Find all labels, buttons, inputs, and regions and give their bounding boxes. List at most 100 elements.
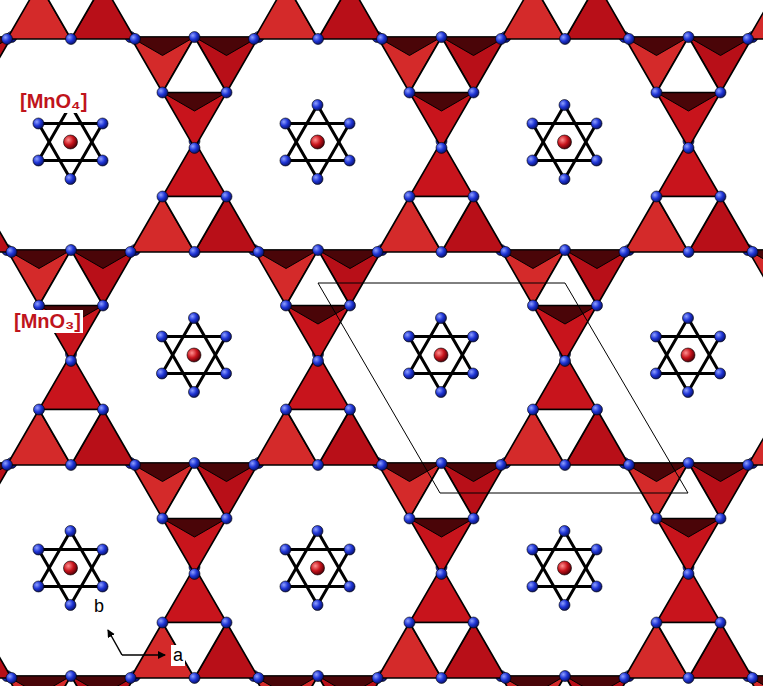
tetrahedron-face [410,93,474,112]
oxygen-atom [403,368,414,379]
oxygen-atom [6,246,17,257]
oxygen-atom [66,671,77,682]
mno4-tetrahedron [0,463,12,519]
oxygen-atom [189,568,200,579]
mno4-tetrahedron [533,354,597,409]
manganese-atom [311,561,325,575]
oxygen-atom [683,458,694,469]
trimer-hole [410,623,474,679]
tetrahedron-face [163,93,227,112]
oxygen-atom [527,118,538,129]
mno4-tetrahedron [163,141,227,196]
trimer-hole [533,250,597,306]
oxygen-atom [527,581,538,592]
mno4-tetrahedron [286,306,350,361]
oxygen-atom [715,513,726,524]
mno4-tetrahedron [657,567,721,622]
oxygen-atom [156,368,167,379]
oxygen-atom [344,581,355,592]
oxygen-atom [6,672,17,683]
mno3-bond [533,550,597,606]
mno4-tetrahedron [0,197,12,253]
trimer-hole [39,250,103,306]
oxygen-atom [683,568,694,579]
oxygen-atom [249,33,260,44]
oxygen-atom [591,118,602,129]
oxygen-atom [97,155,108,166]
oxygen-atom [66,355,77,366]
trimer-hole [286,0,350,39]
oxygen-atom [33,544,44,555]
oxygen-atom [403,331,414,342]
oxygen-atom [97,544,108,555]
oxygen-atom [377,33,388,44]
mno4-tetrahedron [748,410,763,466]
oxygen-atom [33,155,44,166]
trimer-hole [657,463,721,519]
mno4-tetrahedron [0,37,12,93]
oxygen-atom [313,33,324,44]
oxygen-atom [591,544,602,555]
axis-label: b [92,596,106,617]
mno4-tetrahedron [410,567,474,622]
manganese-atom [187,348,201,362]
mno3-bond [533,105,597,161]
oxygen-atom [221,513,232,524]
oxygen-atom [500,672,511,683]
mno4-tetrahedron [533,306,597,361]
oxygen-atom [527,544,538,555]
mno4-tetrahedron [0,623,12,679]
trimer-hole [533,0,597,39]
trimer-hole [657,197,721,253]
tetrahedron-face [657,93,721,112]
oxygen-atom [527,155,538,166]
oxygen-atom [500,246,511,257]
oxygen-atom [280,544,291,555]
oxygen-atom [313,459,324,470]
oxygen-atom [125,246,136,257]
oxygen-atom [436,142,447,153]
mno3-bond [656,337,720,393]
oxygen-atom [436,568,447,579]
mno3-bond [286,124,350,180]
oxygen-atom [404,513,415,524]
mno4-tetrahedron [410,141,474,196]
oxygen-atom [34,404,45,415]
mno4-tetrahedron [657,93,721,148]
oxygen-atom [189,313,200,324]
oxygen-atom [436,32,447,43]
oxygen-atom [125,672,136,683]
oxygen-atom [221,331,232,342]
oxygen-atom [66,459,77,470]
oxygen-atom [157,513,168,524]
trimer-hole [410,197,474,253]
oxygen-atom [683,32,694,43]
oxygen-atom [624,33,635,44]
oxygen-atom [345,300,356,311]
oxygen-atom [130,33,141,44]
oxygen-atom [715,87,726,98]
mno4-tetrahedron [657,519,721,574]
trimer-hole [286,250,350,306]
oxygen-atom [436,246,447,257]
oxygen-atom [650,368,661,379]
oxygen-atom [253,672,264,683]
oxygen-atom [404,191,415,202]
mno3-units [33,100,726,611]
oxygen-atom [313,355,324,366]
mno4-tetrahedron [286,354,350,409]
oxygen-atom [280,118,291,129]
trimer-hole [410,463,474,519]
oxygen-atom [747,672,758,683]
oxygen-atom [651,513,662,524]
oxygen-atom [624,459,635,470]
axis-a [122,654,165,656]
oxygen-atom [345,404,356,415]
oxygen-atom [683,387,694,398]
mno3-bond [286,105,350,161]
oxygen-atom [651,191,662,202]
oxygen-atom [221,617,232,628]
trimer-hole [410,37,474,93]
